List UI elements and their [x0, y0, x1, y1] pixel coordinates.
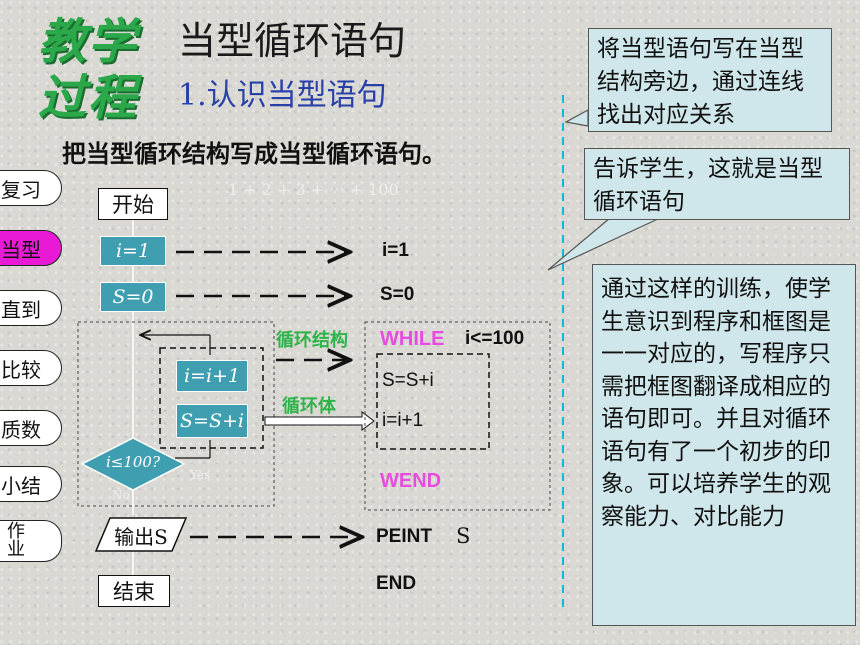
flow-output-label: 输出S: [114, 525, 168, 549]
flow-start-box: 开始: [98, 188, 168, 220]
flow-init-s: S=0: [100, 282, 166, 312]
nav-item-label: 比较: [1, 357, 41, 382]
flow-end-label: 结束: [113, 580, 155, 604]
nav-item-summary[interactable]: 小结: [0, 466, 62, 502]
flow-body-sum: S=S+i: [176, 404, 248, 438]
flow-start-label: 开始: [112, 193, 154, 217]
nav-item-review[interactable]: 复习: [0, 170, 62, 206]
code-while-keyword: WHILE: [380, 328, 445, 350]
flow-yes-label: Yes: [190, 468, 211, 482]
nav-item-label: 当型: [1, 237, 41, 262]
nav-item-label: 小结: [1, 473, 41, 498]
flow-init-i: i=1: [100, 236, 166, 266]
flow-no-label: No: [112, 488, 130, 502]
nav-item-label: 直到: [1, 297, 41, 322]
nav-item-compare[interactable]: 比较: [0, 350, 62, 386]
page-title: 当型循环语句: [178, 19, 407, 63]
flow-end-box: 结束: [98, 575, 170, 607]
code-print-keyword: PEINT: [376, 526, 432, 547]
badge-line-2: 过程: [38, 70, 139, 126]
nav-item-homework[interactable]: 作业: [0, 520, 62, 562]
badge-line-1: 教学: [38, 14, 139, 70]
label-loop-body: 循环体: [282, 396, 336, 417]
nav-item-until[interactable]: 直到: [0, 290, 62, 326]
flow-condition-label: i≤100?: [105, 453, 161, 471]
ghost-formula: 1 + 2 + 3 + ··· + 100: [228, 180, 399, 199]
code-body-sum: S=S+i: [382, 370, 434, 391]
nav-item-label: 作业: [7, 521, 25, 560]
code-end-keyword: END: [376, 573, 417, 594]
page-subtitle: 1.认识当型语句: [178, 78, 387, 113]
code-wend-keyword: WEND: [380, 470, 442, 492]
code-line-i: i=1: [382, 240, 409, 261]
callout-training-notes: 通过这样的训练，使学生意识到程序和框图是一一对应的，写程序只需把框图翻译成相应的…: [592, 264, 856, 626]
nav-item-label: 质数: [1, 417, 41, 442]
code-line-s: S=0: [380, 284, 415, 305]
callout-this-is-while: 告诉学生，这就是当型循环语句: [584, 148, 850, 220]
nav-item-prime[interactable]: 质数: [0, 410, 62, 446]
code-print-arg: S: [456, 524, 471, 548]
code-while-condition: i<=100: [465, 328, 525, 349]
instruction-text: 把当型循环结构写成当型循环语句。: [62, 139, 446, 168]
code-body-increment: i=i+1: [382, 410, 424, 431]
callout-correspondence: 将当型语句写在当型结构旁边，通过连线找出对应关系: [588, 28, 832, 132]
nav-item-label: 复习: [1, 177, 41, 202]
nav-item-while[interactable]: 当型: [0, 230, 62, 266]
flow-body-increment: i=i+1: [176, 360, 248, 392]
label-loop-structure: 循环结构: [276, 330, 348, 351]
